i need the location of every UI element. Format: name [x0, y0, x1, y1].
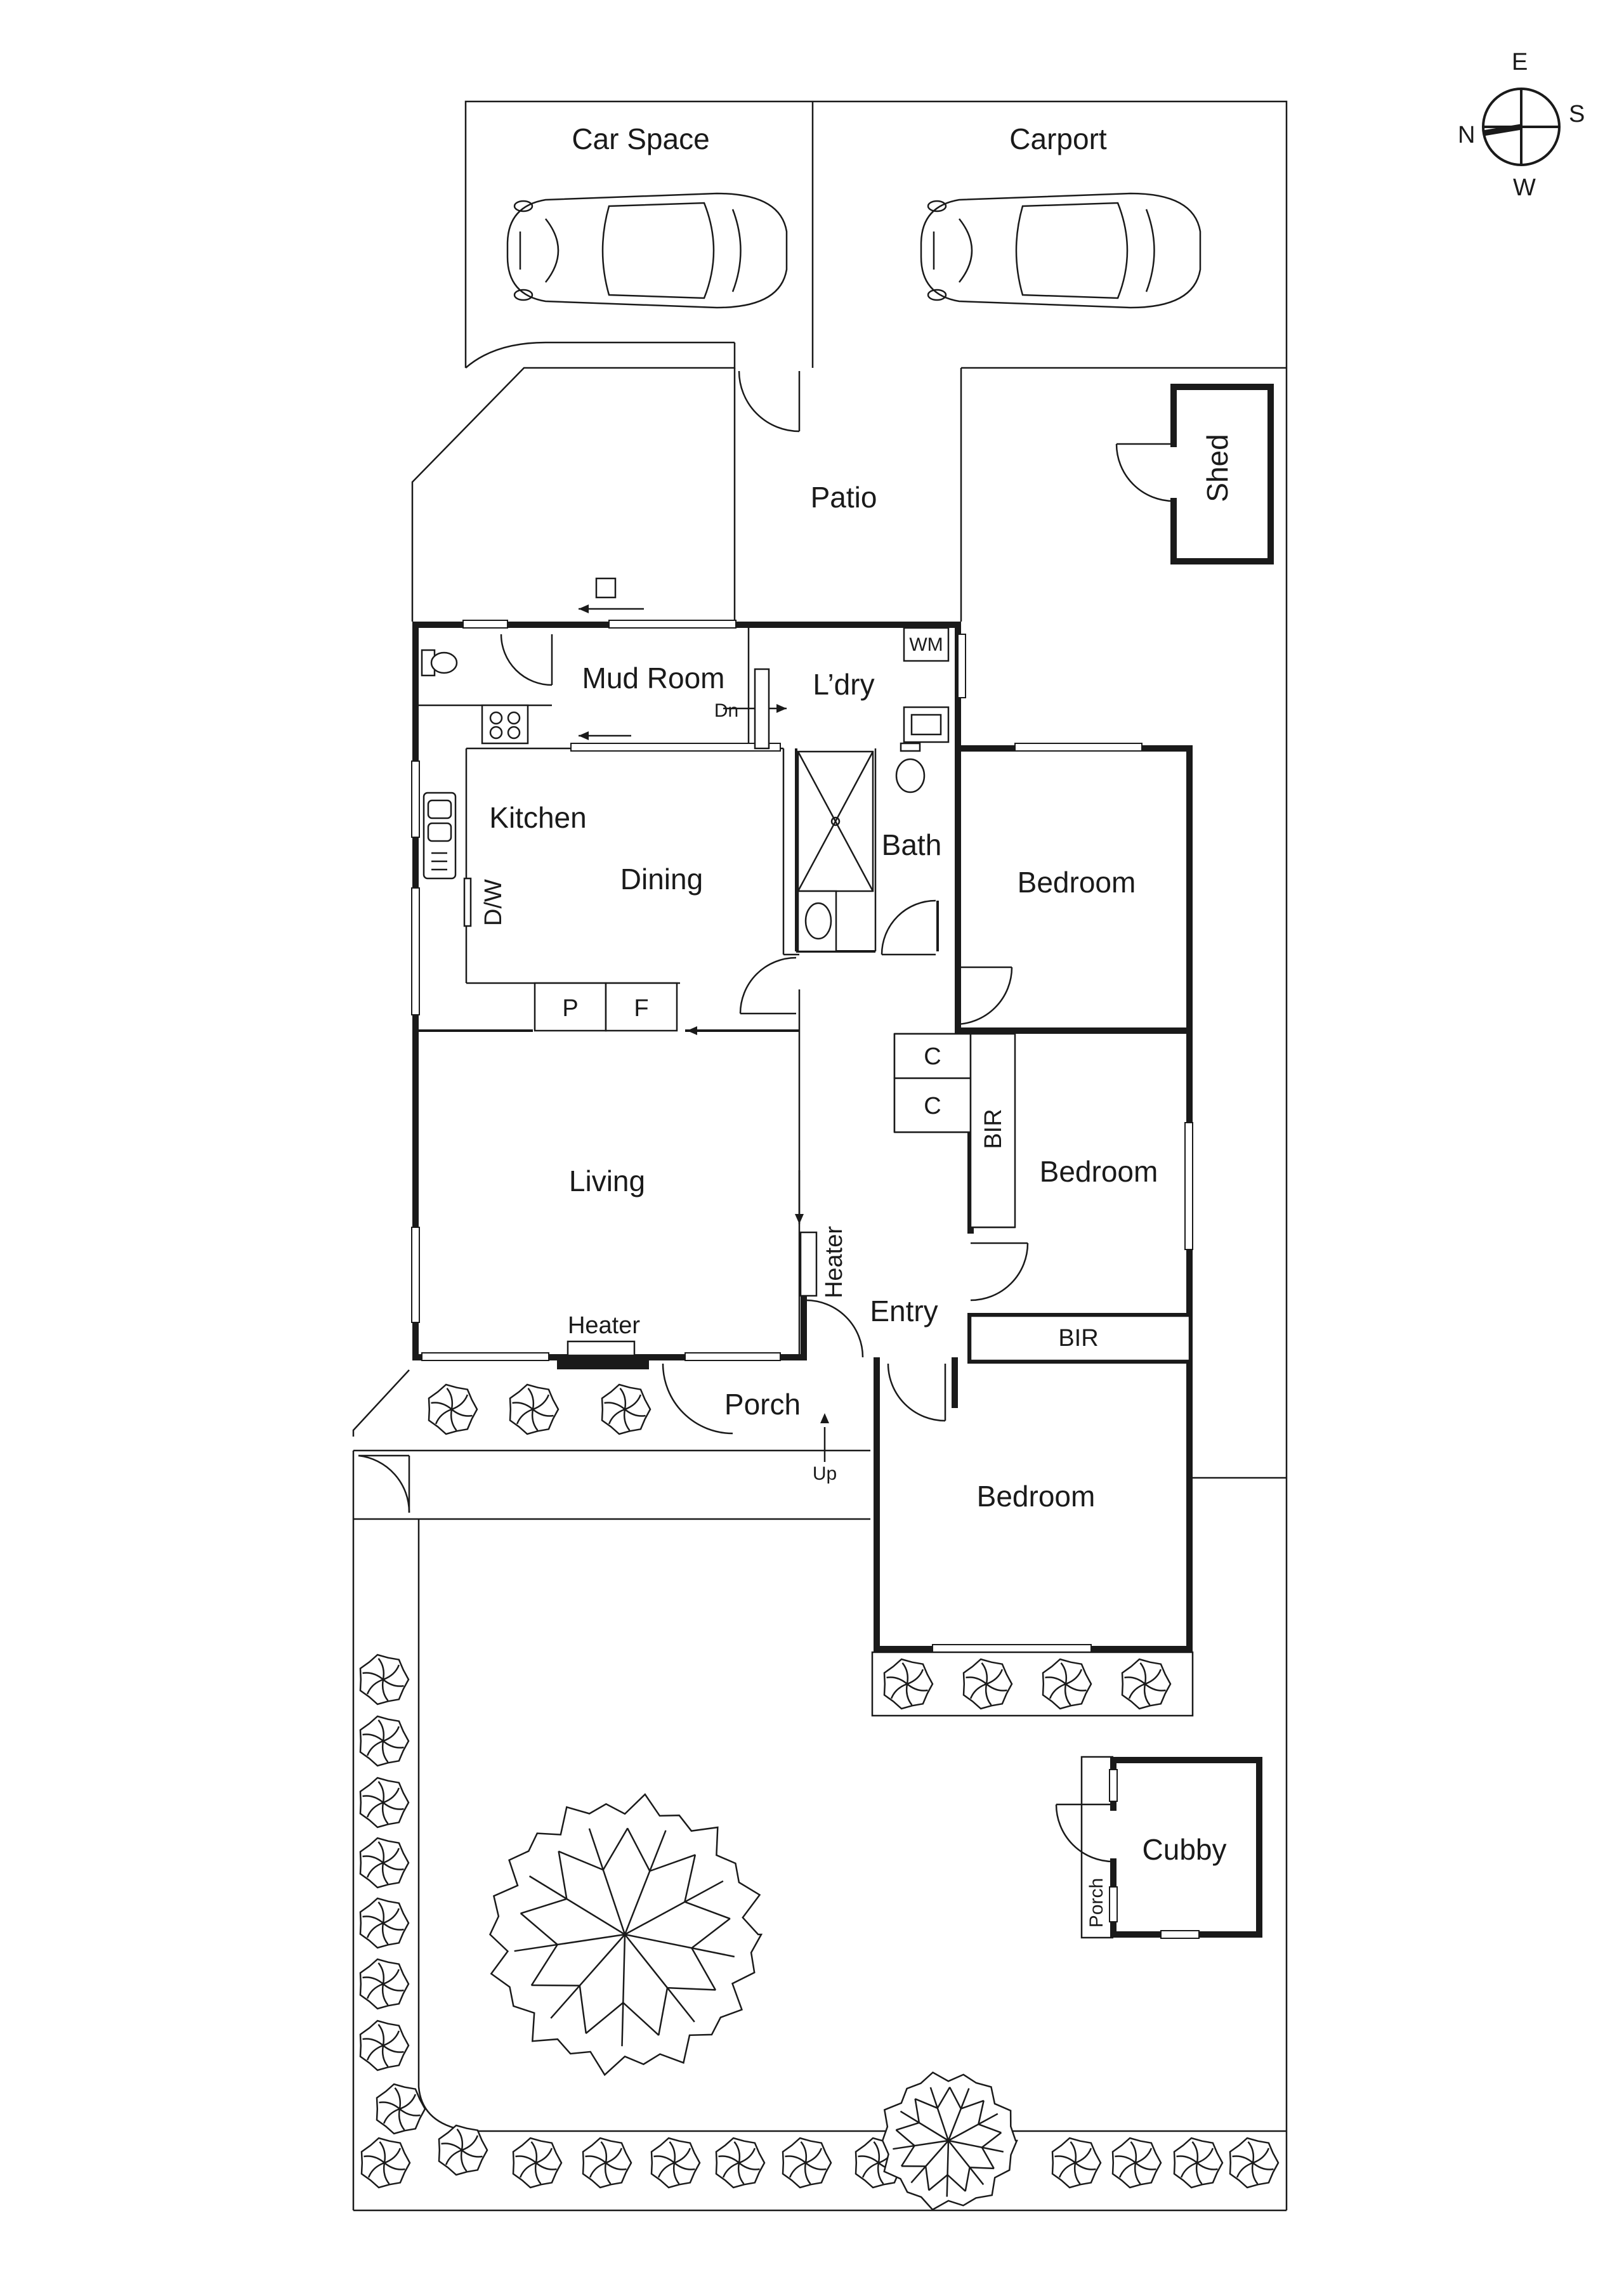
site-boundary [352, 100, 1288, 2212]
tree-icon [881, 2071, 1018, 2211]
compass-west-label: W [1513, 174, 1536, 201]
kitchen-label: Kitchen [489, 801, 586, 834]
fridge [605, 982, 678, 1032]
room-labels: Car Space Carport Patio Shed Mud Room L’… [489, 122, 1234, 1927]
compass-north-label: N [1458, 122, 1475, 148]
bath-toilet-icon [895, 758, 926, 793]
shrub-icon [782, 2137, 832, 2189]
dishwasher [463, 877, 472, 927]
shed-label: Shed [1201, 434, 1234, 502]
shrub-icon [1042, 1658, 1092, 1710]
living-label: Living [569, 1164, 645, 1197]
tree-icon [488, 1793, 763, 2077]
mud-room-label: Mud Room [582, 662, 725, 695]
pantry-label: P [562, 995, 578, 1022]
shrub-icon [359, 1715, 410, 1767]
bir-2-label: BIR [1058, 1325, 1098, 1352]
bir-1 [969, 1033, 1016, 1229]
shrub-icon [376, 2083, 426, 2135]
shrub-icon [883, 1658, 934, 1710]
stair-icon [754, 668, 770, 750]
pantry [534, 982, 607, 1032]
up-label: Up [813, 1463, 837, 1484]
fridge-label: F [634, 995, 648, 1022]
laundry-label: L’dry [813, 668, 874, 701]
kitchen-sink-icon [422, 792, 457, 880]
bir-2 [969, 1315, 1191, 1362]
cubby-porch-label: Porch [1086, 1878, 1107, 1927]
bir-1-label: BIR [980, 1109, 1007, 1149]
living-heater [557, 1355, 649, 1369]
cupboard-2 [893, 1077, 972, 1133]
bath-label: Bath [882, 828, 942, 861]
porch-label: Porch [724, 1388, 801, 1421]
garden-trees [488, 1793, 1018, 2211]
shrub-icon [359, 1837, 410, 1889]
carport-label: Carport [1009, 122, 1107, 155]
cooktop-icon [481, 704, 529, 745]
cubby-label: Cubby [1143, 1833, 1227, 1866]
entry-label: Entry [870, 1295, 938, 1327]
shrub-icon [1173, 2137, 1224, 2189]
washing-machine [903, 627, 950, 662]
shrub-icon [438, 2124, 488, 2176]
cupboard-1-label: C [924, 1043, 941, 1070]
compass-east-label: E [1512, 49, 1528, 75]
bedroom-3-label: Bedroom [977, 1480, 1096, 1513]
entry-heater [799, 1231, 818, 1297]
dw-label: D/W [480, 879, 507, 926]
shrub-icon [1229, 2137, 1280, 2189]
windows [411, 620, 1193, 1653]
shrub-icon [1121, 1658, 1172, 1710]
shrub-icon [359, 1958, 410, 2010]
planter-bed [871, 1651, 1194, 1717]
doors [358, 634, 1029, 1513]
car-space-car [506, 192, 788, 309]
entry-heater-label: Heater [821, 1226, 848, 1298]
meter-box-icon [595, 577, 617, 599]
living-heater-hearth [566, 1340, 636, 1357]
cupboard-2-label: C [924, 1093, 941, 1119]
patio-label: Patio [811, 481, 877, 514]
laundry-tub-icon [903, 706, 950, 743]
bedroom-2-label: Bedroom [1040, 1155, 1158, 1188]
shrub-icon [582, 2137, 632, 2189]
shrub-icon [601, 1383, 652, 1435]
garden-shrubs [359, 1383, 1280, 2189]
wm-label: WM [909, 634, 943, 655]
north-pointer [1483, 124, 1522, 136]
fixture-labels: WM D/W P F C C BIR BIR Heater Heater Dn … [480, 634, 1099, 1484]
shrub-icon [359, 1897, 410, 1949]
cubby [1055, 1756, 1262, 1939]
vanity-icon [797, 890, 837, 953]
gate-door-swing [738, 370, 800, 433]
shrub-icon [650, 2137, 701, 2189]
bedroom-1-label: Bedroom [1018, 866, 1136, 899]
shrub-icon [1051, 2137, 1102, 2189]
shrub-icon [715, 2137, 766, 2189]
car-space-label: Car Space [572, 122, 709, 155]
shrub-icon [359, 1777, 410, 1829]
fixtures [421, 627, 1191, 1369]
shrub-icon [359, 1654, 410, 1706]
shrub-icon [428, 1383, 478, 1435]
shrub-icon [359, 2019, 410, 2071]
compass: E N S W [1458, 49, 1585, 201]
carport-car [920, 192, 1202, 309]
shrub-icon [509, 1383, 560, 1435]
living-heater-label: Heater [568, 1312, 640, 1339]
dining-label: Dining [620, 863, 703, 896]
shed [1115, 384, 1274, 564]
shrub-icon [512, 2137, 563, 2189]
down-label: Dn [714, 700, 738, 721]
shrub-icon [360, 2137, 411, 2189]
shrub-icon [1111, 2137, 1162, 2189]
shrub-icon [962, 1658, 1013, 1710]
compass-south-label: S [1569, 101, 1585, 127]
